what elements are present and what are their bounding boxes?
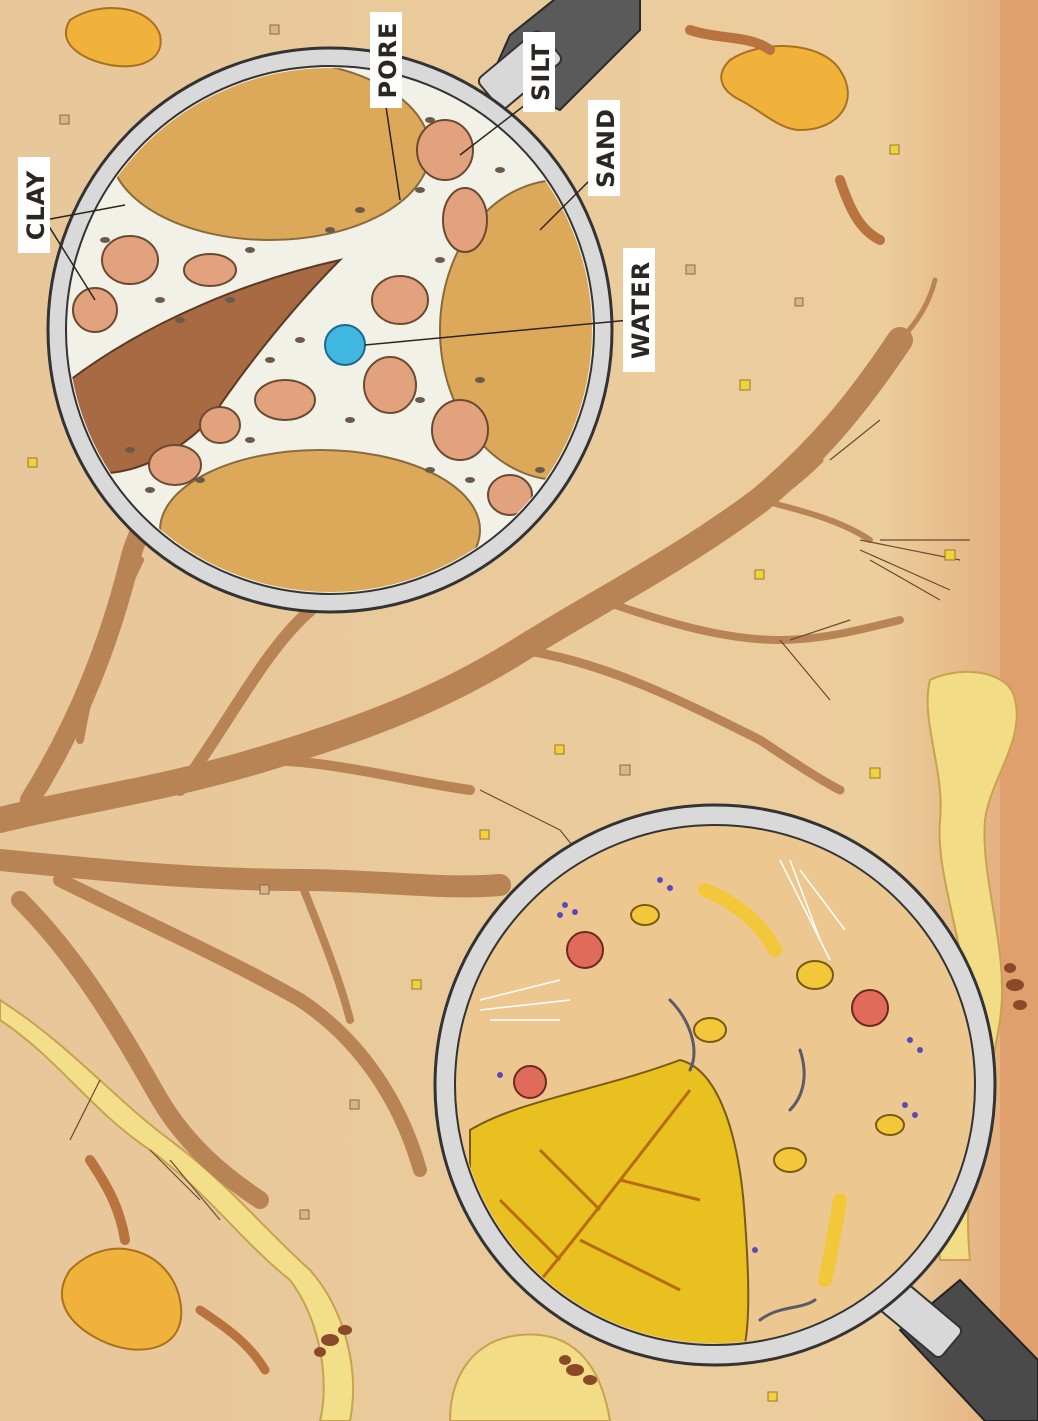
springtail <box>774 1148 806 1172</box>
svg-text:WATER: WATER <box>627 261 655 359</box>
svg-text:CLAY: CLAY <box>22 170 50 241</box>
svg-text:SAND: SAND <box>592 108 620 188</box>
water-droplet <box>325 325 365 365</box>
label-water: WATER <box>623 248 655 372</box>
springtail <box>797 961 833 989</box>
springtail <box>876 1115 904 1135</box>
label-pore: PORE <box>370 12 402 108</box>
label-sand: SAND <box>588 100 620 196</box>
label-silt: SILT <box>523 32 555 112</box>
svg-text:PORE: PORE <box>374 22 402 99</box>
springtail <box>631 905 659 925</box>
label-clay: CLAY <box>18 157 50 253</box>
mite <box>514 1066 546 1098</box>
mite <box>852 990 888 1026</box>
svg-text:SILT: SILT <box>527 43 555 101</box>
mite <box>567 932 603 968</box>
springtail <box>694 1018 726 1042</box>
